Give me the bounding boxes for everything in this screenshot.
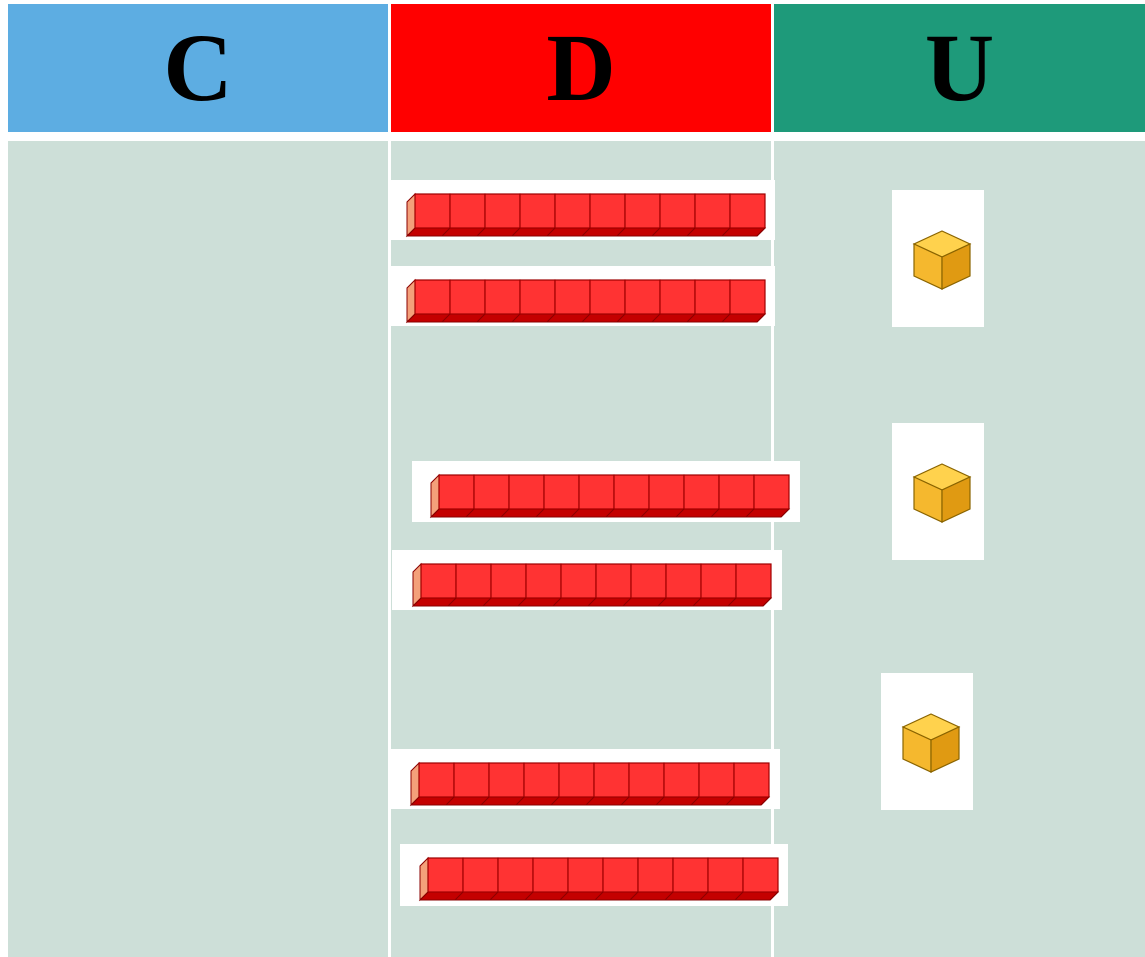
header-c-label: C	[163, 14, 233, 121]
unit-cube	[912, 463, 972, 523]
header-d: D	[391, 4, 771, 132]
ten-rod	[418, 856, 780, 902]
header-u: U	[774, 4, 1145, 132]
column-c	[8, 141, 388, 957]
ten-rod	[429, 473, 791, 519]
column-d	[391, 141, 771, 957]
unit-cube	[901, 713, 961, 773]
ten-rod	[405, 278, 767, 324]
header-d-label: D	[546, 14, 616, 121]
header-c: C	[8, 4, 388, 132]
ten-rod	[409, 761, 771, 807]
header-u-label: U	[924, 14, 995, 121]
ten-rod	[411, 562, 773, 608]
unit-cube	[912, 230, 972, 290]
ten-rod	[405, 192, 767, 238]
